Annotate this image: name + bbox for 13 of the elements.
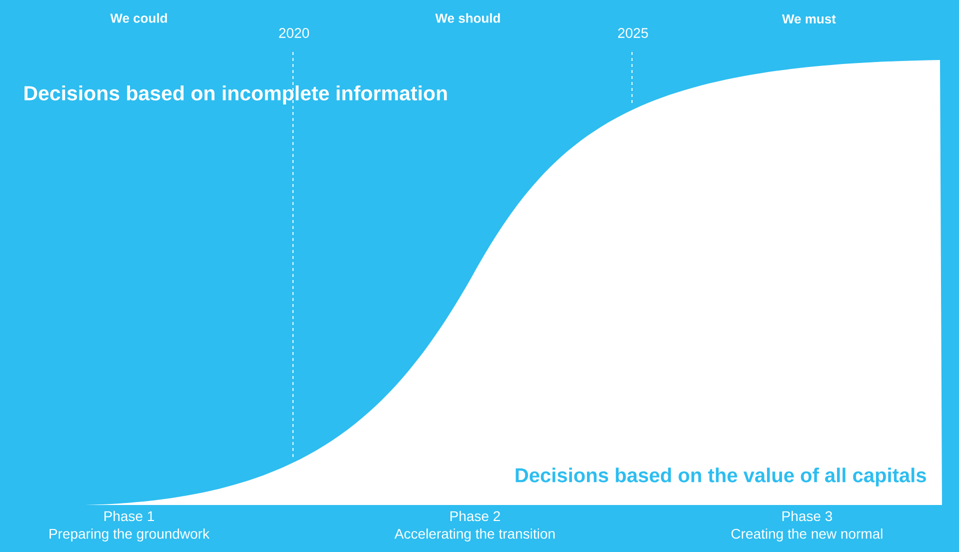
column-heading: We could (110, 13, 167, 23)
area-label: Decisions based on the value of all capitals (516, 468, 926, 486)
year-label: 2020 (279, 28, 310, 38)
area-label: Decisions based on incomplete information (24, 85, 447, 105)
phase-description: Creating the new normal (731, 528, 882, 542)
phase-label: Phase 3 (782, 510, 832, 522)
phase-description: Preparing the groundwork (50, 528, 210, 542)
column-heading: We must (782, 14, 836, 24)
phase-description: Accelerating the transition (394, 528, 555, 542)
year-label: 2025 (618, 28, 648, 38)
phase-label: Phase 1 (104, 510, 154, 522)
column-heading: We should (435, 13, 500, 23)
phase-label: Phase 2 (450, 510, 500, 522)
